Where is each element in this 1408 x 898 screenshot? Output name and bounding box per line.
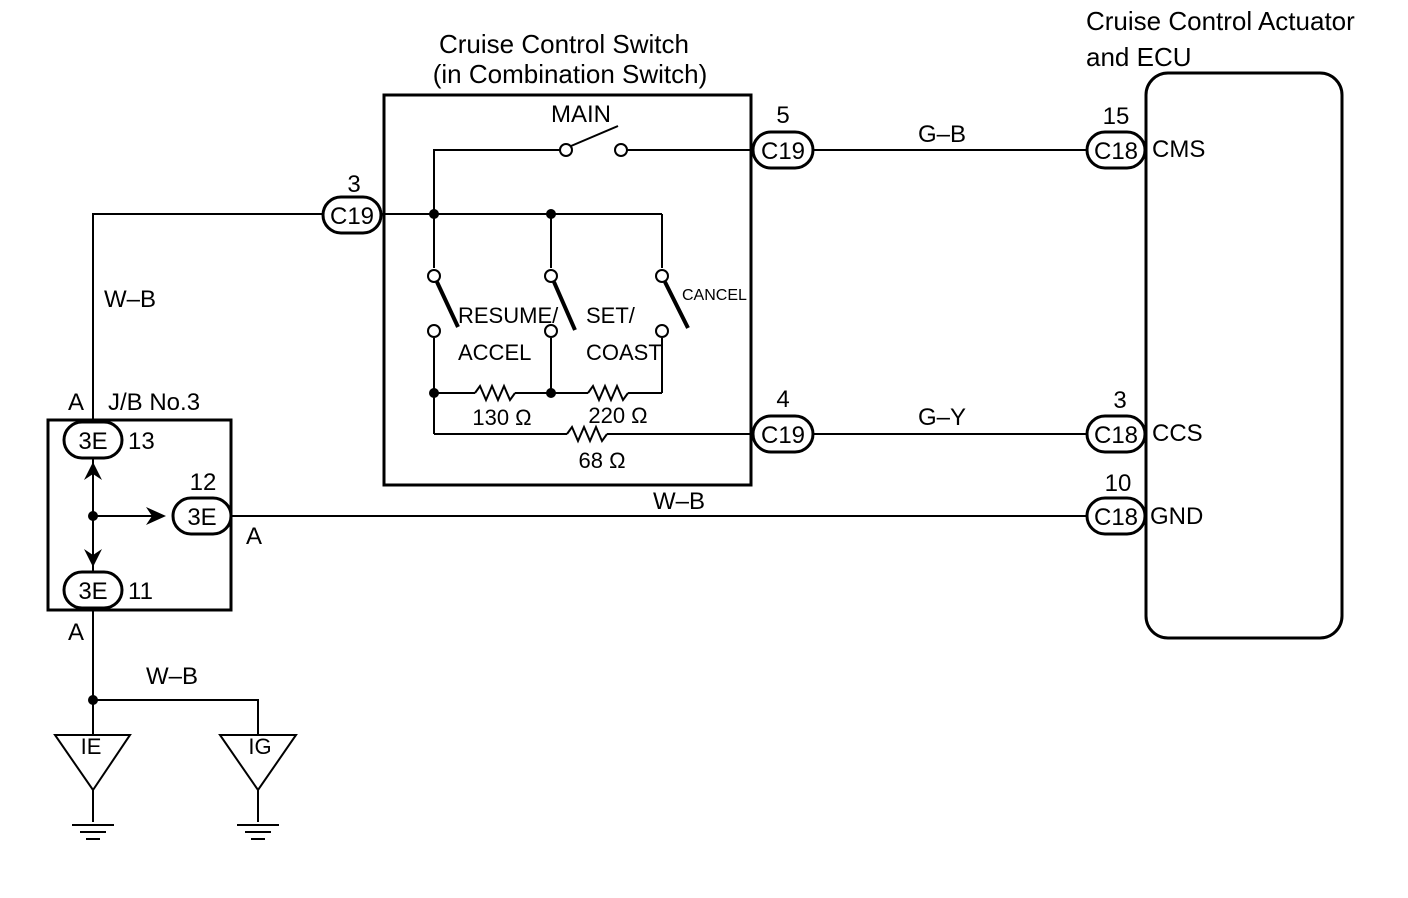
ecu-title-line2: and ECU bbox=[1086, 42, 1192, 72]
switch-title-line2: (in Combination Switch) bbox=[433, 59, 708, 89]
connector-c18-pin10-number: 10 bbox=[1105, 470, 1132, 497]
cancel-label: CANCEL bbox=[682, 287, 747, 304]
main-contact-right bbox=[614, 143, 628, 157]
resistor-130 bbox=[474, 383, 516, 403]
connector-3e-pin13-code: 3E bbox=[78, 428, 107, 455]
cancel-switch-blade bbox=[663, 281, 690, 329]
resume-label-2: ACCEL bbox=[458, 340, 531, 365]
connector-3e-pin12 bbox=[171, 496, 233, 536]
terminal-cms: CMS bbox=[1152, 136, 1205, 163]
ground-ig-label: IG bbox=[248, 734, 271, 759]
terminal-gnd: GND bbox=[1150, 503, 1203, 530]
connector-c18-pin15-code: C18 bbox=[1094, 138, 1138, 165]
wire-w-b-left bbox=[92, 213, 324, 421]
junction-dots bbox=[88, 209, 556, 705]
ecu-title-line1: Cruise Control Actuator bbox=[1086, 6, 1355, 36]
ground-ie-symbol bbox=[72, 824, 114, 840]
wire-label-w-b-bottom: W–B bbox=[146, 663, 198, 690]
connector-c19-pin4 bbox=[751, 414, 815, 454]
ground-ig-symbol bbox=[237, 824, 279, 840]
connector-c19-pin5-number: 5 bbox=[776, 102, 789, 129]
ground-ig-triangle bbox=[218, 734, 298, 792]
cruise-control-switch-box bbox=[382, 93, 753, 487]
set-label-1: SET/ bbox=[586, 303, 636, 328]
wire-label-w-b-left: W–B bbox=[104, 286, 156, 313]
junction-block-label: J/B No.3 bbox=[108, 389, 200, 416]
resume-contact-bottom bbox=[427, 324, 441, 338]
switch-title-line1: Cruise Control Switch bbox=[439, 29, 689, 59]
ground-ie-triangle bbox=[53, 734, 132, 792]
set-contact-bottom bbox=[544, 324, 558, 338]
jb-arrow-right bbox=[146, 507, 166, 525]
connector-c18-pin10-code: C18 bbox=[1094, 504, 1138, 531]
set-label-2: COAST bbox=[586, 340, 662, 365]
resistor-68 bbox=[566, 424, 608, 444]
wire-w-b-bottom bbox=[93, 699, 259, 735]
connector-c19-pin3 bbox=[321, 195, 383, 235]
wire-label-w-b-gnd: W–B bbox=[653, 488, 705, 515]
connector-c18-pin3-number: 3 bbox=[1113, 387, 1126, 414]
resume-contact-top bbox=[427, 269, 441, 283]
connector-c19-pin3-code: C19 bbox=[330, 203, 374, 230]
cancel-contact-bottom bbox=[655, 324, 669, 338]
resistor-220-label: 220 Ω bbox=[588, 403, 647, 428]
set-switch-blade bbox=[552, 281, 577, 331]
connector-c19-pin3-number: 3 bbox=[347, 171, 360, 198]
connector-c18-pin10 bbox=[1085, 496, 1147, 536]
resistor-130-label: 130 Ω bbox=[472, 405, 531, 430]
ecu-box bbox=[1144, 71, 1344, 640]
jb-arrow-down bbox=[84, 549, 102, 567]
connector-3e-pin11-code: 3E bbox=[78, 578, 107, 605]
connector-c18-pin3-code: C18 bbox=[1094, 422, 1138, 449]
main-switch-blade bbox=[570, 125, 619, 147]
mark-a-right: A bbox=[246, 523, 262, 550]
wire-label-g-b: G–B bbox=[918, 121, 966, 148]
connector-3e-pin13 bbox=[62, 420, 124, 460]
connector-c18-pin15 bbox=[1085, 130, 1147, 170]
resistor-68-label: 68 Ω bbox=[578, 448, 625, 473]
connector-3e-pin12-number: 12 bbox=[190, 469, 217, 496]
resistor-220 bbox=[587, 383, 629, 403]
mark-a-bottom: A bbox=[68, 619, 84, 646]
resume-label-1: RESUME/ bbox=[458, 303, 559, 328]
resume-switch-blade bbox=[435, 281, 460, 328]
connector-3e-pin11-number: 11 bbox=[128, 578, 153, 605]
main-switch-label: MAIN bbox=[551, 101, 611, 128]
connector-c18-pin15-number: 15 bbox=[1103, 103, 1130, 130]
connector-c19-pin5 bbox=[751, 130, 815, 170]
main-contact-left bbox=[559, 143, 573, 157]
cancel-contact-top bbox=[655, 269, 669, 283]
connector-3e-pin13-number: 13 bbox=[128, 428, 155, 455]
mark-a-top: A bbox=[68, 389, 84, 416]
jb-arrow-up bbox=[84, 462, 102, 480]
terminal-ccs: CCS bbox=[1152, 420, 1203, 447]
connector-c19-pin5-code: C19 bbox=[761, 138, 805, 165]
connector-c19-pin4-code: C19 bbox=[761, 422, 805, 449]
wire-label-g-y: G–Y bbox=[918, 404, 966, 431]
connector-c18-pin3 bbox=[1085, 414, 1147, 454]
connector-c19-pin4-number: 4 bbox=[776, 386, 789, 413]
main-switch-feed bbox=[433, 149, 560, 214]
ground-ie-label: IE bbox=[81, 734, 102, 759]
connector-3e-pin11 bbox=[62, 570, 124, 610]
set-contact-top bbox=[544, 269, 558, 283]
connector-3e-pin12-code: 3E bbox=[187, 504, 216, 531]
